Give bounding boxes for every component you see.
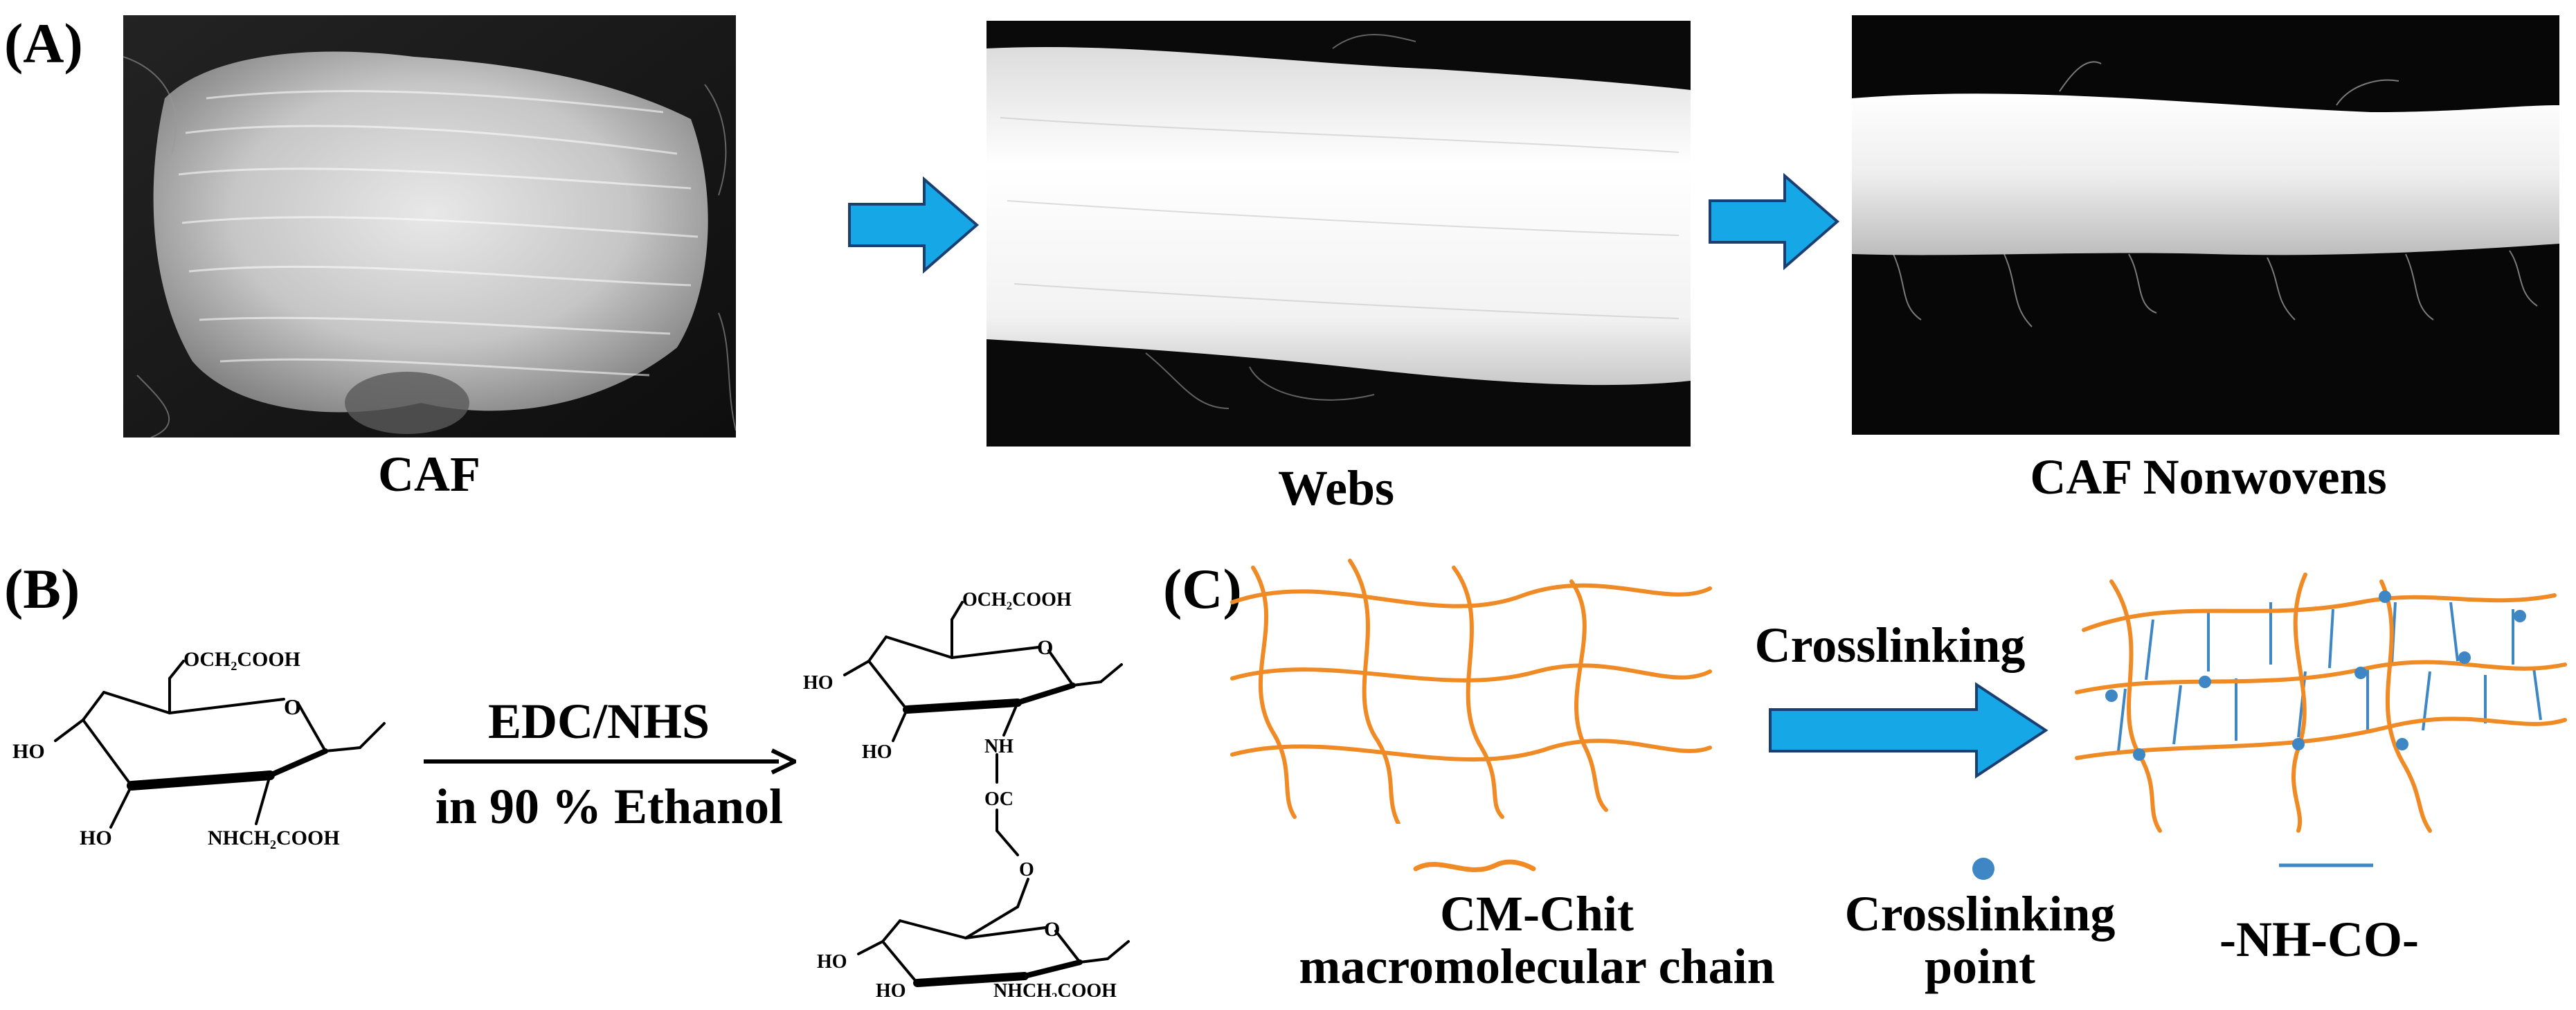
caption-caf-nonwovens: CAF Nonwovens: [2030, 449, 2387, 505]
panel-c-label: (C): [1163, 557, 1242, 620]
product-upper-substituent-top: OCH₂COOH: [962, 589, 1072, 611]
caption-webs: Webs: [1277, 460, 1395, 516]
caf-fiber-photo: [123, 15, 736, 438]
caption-caf: CAF: [378, 447, 480, 502]
product-upper-oh-bottom: HO: [862, 741, 892, 763]
webs-photo: [987, 21, 1691, 447]
product-upper-oh-left: HO: [803, 672, 834, 694]
product-lower-substituent-bottom: NHCH₂COOH: [993, 980, 1117, 997]
panel-b-label: (B): [4, 557, 80, 620]
product-upper-oc: OC: [984, 788, 1014, 810]
right-arrow-icon: [1769, 682, 2048, 779]
legend-bond-label: -NH-CO-: [2219, 912, 2419, 967]
crosslinking-label: Crosslinking: [1754, 617, 2026, 673]
right-arrow-icon: [848, 177, 980, 273]
reaction-condition: in 90 % Ethanol: [435, 779, 784, 834]
legend-bond-swatch: [2279, 863, 2373, 867]
crosslinked-network: [2075, 572, 2567, 833]
reactant-substituent-bottom: NHCH₂COOH: [208, 827, 340, 849]
product-lower-oh-bottom: HO: [876, 980, 906, 997]
product-lower-oh-left: HO: [817, 951, 847, 973]
product-upper-link-o: O: [1019, 859, 1034, 881]
reactant-oh-bottom: HO: [80, 827, 112, 849]
panel-a-label: (A): [4, 12, 83, 75]
reactant-structure: OCH₂COOH O HO HO NHCH₂COOH: [12, 648, 386, 849]
legend-point-swatch: [1972, 858, 1994, 880]
reactant-oh-left: HO: [12, 740, 45, 763]
uncrosslinked-network: [1230, 559, 1712, 824]
caf-nonwovens-photo: [1852, 15, 2559, 435]
reaction-reagent: EDC/NHS: [487, 694, 710, 749]
legend-chain-label: CM-Chit macromolecular chain: [1299, 886, 1775, 994]
product-upper-ring-o: O: [1037, 636, 1053, 659]
right-arrow-icon: [1709, 173, 1840, 270]
product-lower-ring-o: O: [1044, 918, 1060, 941]
reactant-substituent-top: OCH₂COOH: [183, 648, 300, 671]
reaction-arrow-icon: [424, 748, 796, 775]
product-upper-nh: NH: [984, 736, 1014, 757]
reactant-ring-o: O: [284, 694, 301, 719]
product-structure: OCH₂COOH O HO HO NH OC O O HO HO NHCH₂CO…: [803, 589, 1130, 997]
legend-chain-swatch: [1413, 859, 1536, 872]
legend-point-label: Crosslinking point: [1844, 886, 2116, 994]
